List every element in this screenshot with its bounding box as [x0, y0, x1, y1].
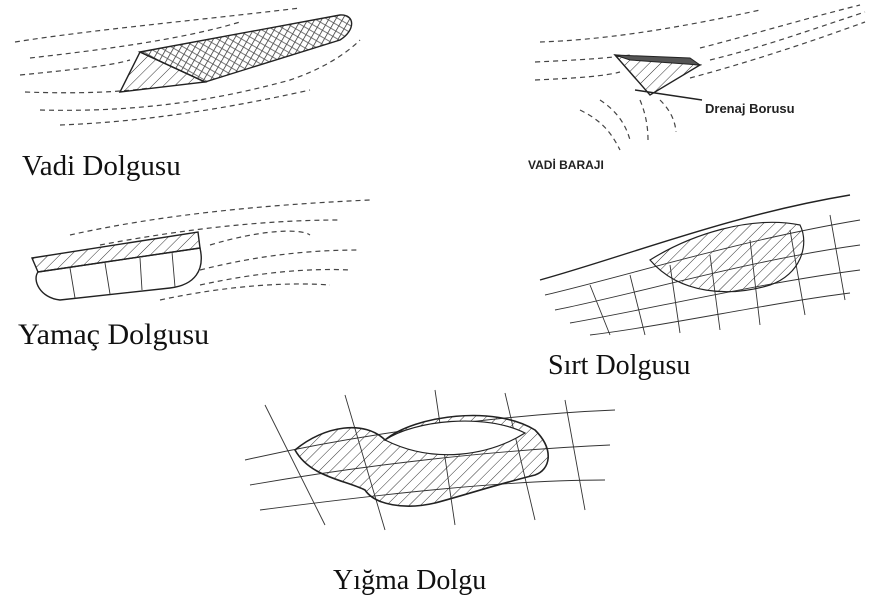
ridge-fill-drawing — [530, 185, 870, 345]
valley-fill-caption: Vadi Dolgusu — [22, 150, 181, 183]
valley-dam-drawing — [520, 0, 870, 170]
slope-fill-caption: Yamaç Dolgusu — [18, 318, 209, 352]
heap-fill-caption: Yığma Dolgu — [333, 565, 486, 597]
drainage-pipe-label: Drenaj Borusu — [705, 101, 795, 116]
ridge-fill-caption: Sırt Dolgusu — [548, 350, 690, 382]
valley-dam-label: VADİ BARAJI — [528, 158, 604, 172]
valley-fill-drawing — [0, 0, 380, 150]
slope-fill-drawing — [0, 190, 380, 330]
heap-fill-drawing — [235, 385, 625, 535]
